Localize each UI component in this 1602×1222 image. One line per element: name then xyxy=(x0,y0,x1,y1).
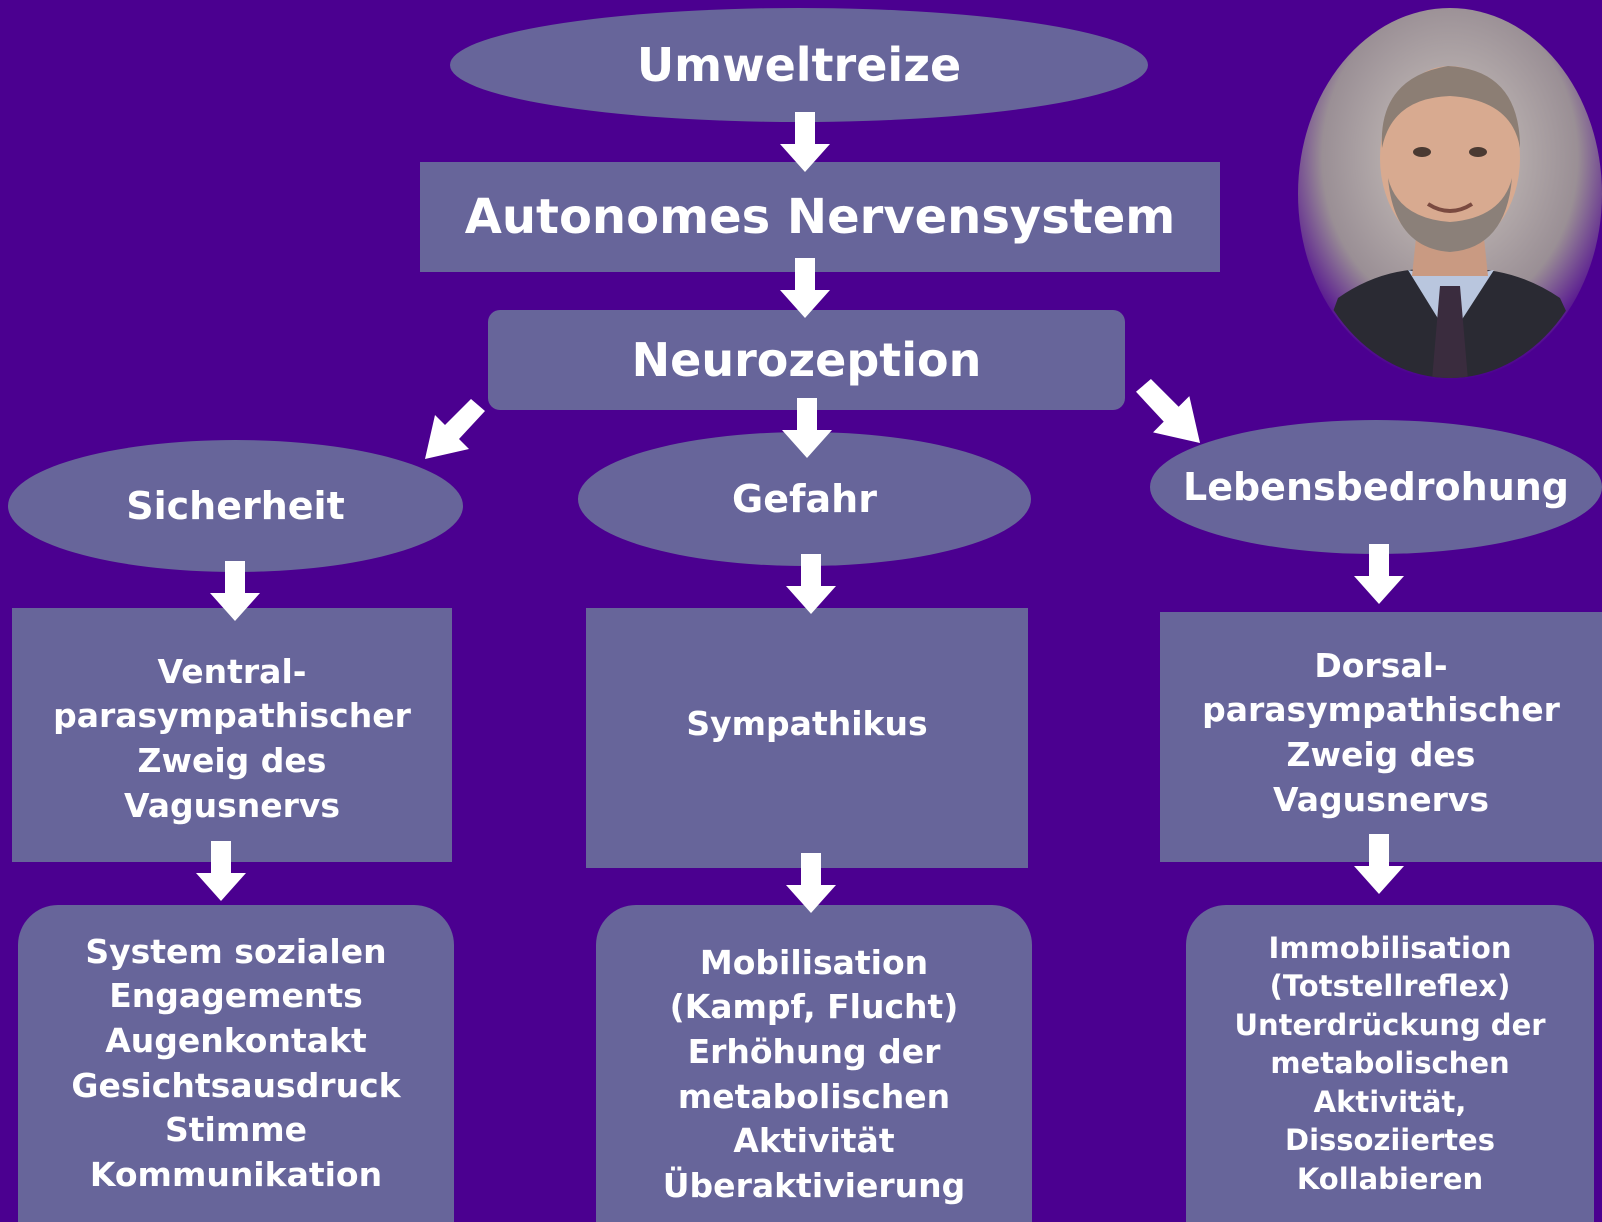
node-umweltreize-label: Umweltreize xyxy=(636,38,962,92)
diagonal-arrow-icon xyxy=(1136,379,1200,443)
node-ans-label: Autonomes Nervensystem xyxy=(464,189,1176,245)
node-autonomes-nervensystem: Autonomes Nervensystem xyxy=(420,162,1220,272)
down-arrow-icon xyxy=(780,112,830,172)
node-ventral-vagus-label: Ventral- parasympathischer Zweig des Vag… xyxy=(53,651,411,825)
down-arrow-icon xyxy=(780,258,830,318)
down-arrow-icon xyxy=(782,398,832,458)
down-arrow-icon xyxy=(786,554,836,614)
node-dorsal-vagus-label: Dorsal- parasympathischer Zweig des Vagu… xyxy=(1202,645,1560,819)
node-umweltreize: Umweltreize xyxy=(450,8,1148,122)
diagonal-arrow-icon xyxy=(425,399,485,459)
node-ventral-vagus: Ventral- parasympathischer Zweig des Vag… xyxy=(12,608,452,862)
node-neurozeption: Neurozeption xyxy=(488,310,1125,410)
down-arrow-icon xyxy=(1354,834,1404,894)
down-arrow-icon xyxy=(196,841,246,901)
node-mobilisation-label: Mobilisation (Kampf, Flucht) Erhöhung de… xyxy=(662,942,966,1205)
node-lebensbedrohung-label: Lebensbedrohung xyxy=(1182,465,1569,509)
node-neurozeption-label: Neurozeption xyxy=(631,333,982,387)
down-arrow-icon xyxy=(1354,544,1404,604)
node-immobilisation-label: Immobilisation (Totstellreflex) Unterdrü… xyxy=(1234,930,1546,1196)
node-sicherheit: Sicherheit xyxy=(8,440,463,572)
node-lebensbedrohung: Lebensbedrohung xyxy=(1150,420,1602,554)
down-arrow-icon xyxy=(786,853,836,913)
portrait-photo xyxy=(1298,8,1602,380)
node-soziales-engagement-label: System sozialen Engagements Augenkontakt… xyxy=(71,931,401,1194)
node-immobilisation: Immobilisation (Totstellreflex) Unterdrü… xyxy=(1186,905,1594,1222)
node-sicherheit-label: Sicherheit xyxy=(126,484,345,528)
node-sympathikus-label: Sympathikus xyxy=(686,703,928,743)
node-gefahr-label: Gefahr xyxy=(732,477,877,521)
down-arrow-icon xyxy=(210,561,260,621)
node-sympathikus: Sympathikus xyxy=(586,608,1028,868)
node-soziales-engagement: System sozialen Engagements Augenkontakt… xyxy=(18,905,454,1222)
node-mobilisation: Mobilisation (Kampf, Flucht) Erhöhung de… xyxy=(596,905,1032,1222)
node-dorsal-vagus: Dorsal- parasympathischer Zweig des Vagu… xyxy=(1160,612,1602,862)
